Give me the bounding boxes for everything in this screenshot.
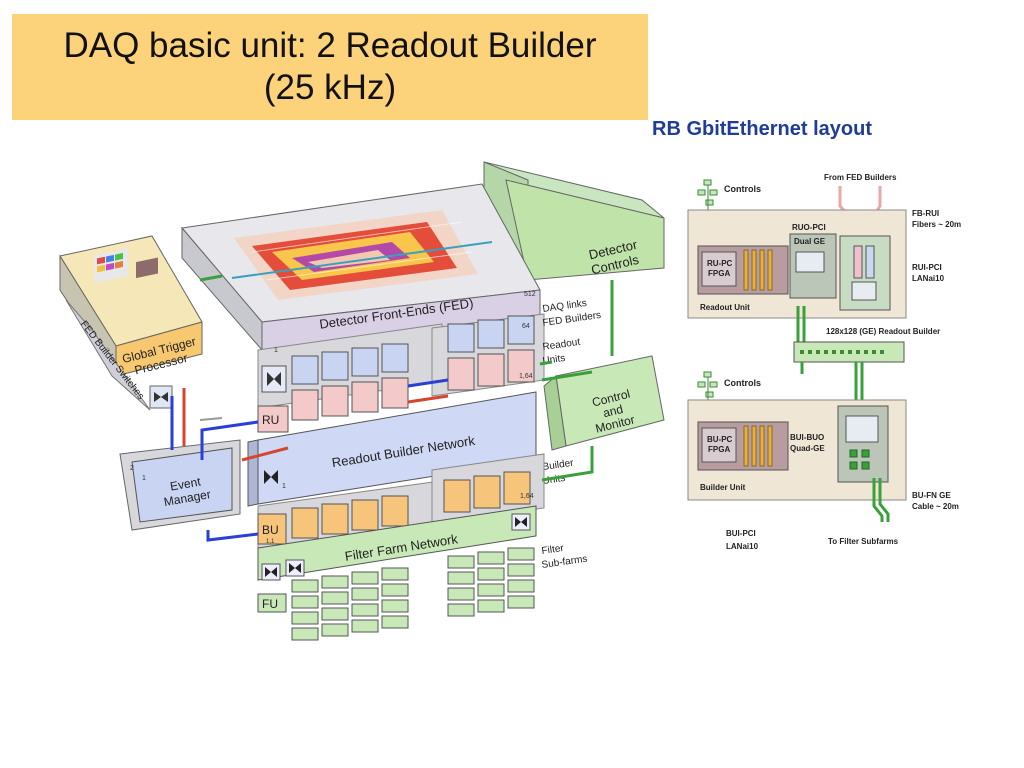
rui-pci-label-2: LANai10 bbox=[912, 274, 945, 283]
builder-unit-label: Builder Unit bbox=[700, 483, 746, 492]
ru-label: RU bbox=[262, 413, 279, 427]
detector-front-ends-block: Detector Front-Ends (FED) 512 bbox=[181, 183, 541, 352]
daq-architecture-diagram: Detector Controls Detector Front-Ends (F… bbox=[59, 161, 665, 641]
bu-label: BU bbox=[262, 523, 279, 537]
ffn-switch-icon-right bbox=[515, 517, 527, 527]
filter-subfarms-label-1: Filter bbox=[541, 543, 565, 557]
bu-fn-label-2: Cable ~ 20m bbox=[912, 502, 959, 511]
ru-pc-label-1: RU-PC bbox=[707, 259, 733, 268]
switch-to-bu-links bbox=[800, 362, 864, 406]
ffn-switch-icon-left-1 bbox=[265, 567, 277, 577]
control-label-2: and bbox=[602, 402, 625, 420]
ru-index-1: 1 bbox=[274, 347, 278, 354]
em-index-2: 2 bbox=[130, 465, 134, 472]
ru-to-switch-links bbox=[796, 306, 806, 344]
bui-buo-label-2: Quad-GE bbox=[790, 444, 825, 453]
rbn-switch-icon bbox=[264, 470, 278, 484]
controls-top-label: Controls bbox=[724, 184, 761, 194]
fb-rui-label-1: FB-RUI bbox=[912, 209, 939, 218]
readout-builder-network: Readout Builder Network 1 bbox=[247, 391, 537, 507]
controls-tree-icon-bottom bbox=[697, 371, 718, 404]
bu-index-164: 1,64 bbox=[520, 493, 534, 500]
bu-to-filter-links bbox=[872, 478, 890, 522]
ru-index-164: 1,64 bbox=[519, 373, 533, 380]
builder-units-row: BU 1,1 1,64 bbox=[257, 453, 545, 561]
rbn-index-1: 1 bbox=[282, 483, 286, 490]
fu-label: FU bbox=[262, 597, 278, 611]
fb-rui-label-2: Fibers ~ 20m bbox=[912, 220, 961, 229]
readout-unit-label: Readout Unit bbox=[700, 303, 750, 312]
from-fed-builders-label: From FED Builders bbox=[824, 173, 897, 182]
fed-count-512: 512 bbox=[524, 291, 536, 298]
ru-pc-label-2: FPGA bbox=[708, 269, 730, 278]
ruo-pci-label: RUO-PCI bbox=[792, 223, 826, 232]
bu-fn-label-1: BU-FN GE bbox=[912, 491, 951, 500]
rb-gbit-ethernet-layout: Controls From FED Builders FB-RUI Fibers… bbox=[687, 173, 961, 551]
title-line-2: (25 kHz) bbox=[263, 68, 397, 107]
controls-tree-icon-top bbox=[697, 179, 718, 212]
bui-pci-label-1: BUI-PCI bbox=[726, 529, 756, 538]
global-trigger-block: Global Trigger Processor bbox=[59, 235, 203, 378]
dual-ge-label: Dual GE bbox=[794, 237, 826, 246]
readout-units-label-2: Units bbox=[542, 353, 566, 367]
detector-image bbox=[231, 210, 493, 300]
em-index-1: 1 bbox=[142, 475, 146, 482]
filter-subfarms: FU Filter Sub-farms bbox=[257, 543, 588, 641]
builder-units-label-1: Builder bbox=[542, 458, 575, 473]
event-manager-label-1: Event bbox=[169, 474, 202, 493]
bu-pc-label-1: BU-PC bbox=[707, 435, 733, 444]
connection-lines bbox=[170, 274, 614, 542]
controls-bottom-label: Controls bbox=[724, 378, 761, 388]
fed-index-64: 64 bbox=[522, 323, 530, 330]
bu-pc-label-2: FPGA bbox=[708, 445, 730, 454]
rui-pci-label-1: RUI-PCI bbox=[912, 263, 942, 272]
bui-buo-label-1: BUI-BUO bbox=[790, 433, 824, 442]
title-line-1: DAQ basic unit: 2 Readout Builder bbox=[63, 26, 597, 65]
ffn-switch-icon-left-2 bbox=[289, 563, 301, 573]
bui-pci-label-2: LANai10 bbox=[726, 542, 759, 551]
bu-index-11: 1,1 bbox=[266, 539, 275, 545]
control-monitor-box: Control and Monitor bbox=[543, 355, 665, 451]
event-manager-block: Event Manager 1 2 bbox=[119, 439, 241, 531]
readout-units-label-1: Readout bbox=[542, 337, 581, 353]
readout-builder-128-label: 128x128 (GE) Readout Builder bbox=[826, 327, 940, 336]
filter-subfarms-label-2: Sub-farms bbox=[541, 554, 588, 571]
to-filter-subfarms-label: To Filter Subfarms bbox=[828, 537, 899, 546]
rui-pci-card bbox=[839, 235, 891, 311]
title-box: DAQ basic unit: 2 Readout Builder (25 kH… bbox=[12, 14, 648, 120]
rb-heading: RB GbitEthernet layout bbox=[652, 118, 873, 140]
